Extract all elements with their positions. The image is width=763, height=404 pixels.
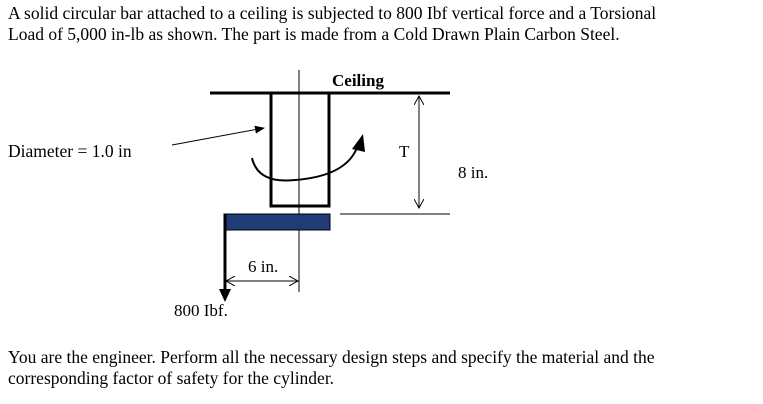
intro-line-1: A solid circular bar attached to a ceili… bbox=[8, 3, 657, 23]
torque-arrow-head bbox=[352, 134, 365, 152]
problem-intro: A solid circular bar attached to a ceili… bbox=[8, 3, 758, 45]
ceiling-label: Ceiling bbox=[332, 71, 384, 90]
problem-task: You are the engineer. Perform all the ne… bbox=[8, 347, 758, 389]
task-line-1: You are the engineer. Perform all the ne… bbox=[8, 347, 655, 367]
circular-bar bbox=[269, 91, 331, 208]
arm-label: 6 in. bbox=[248, 257, 278, 276]
task-line-2: corresponding factor of safety for the c… bbox=[8, 368, 335, 388]
length-label: 8 in. bbox=[458, 163, 488, 182]
intro-line-2: Load of 5,000 in-lb as shown. The part i… bbox=[8, 24, 620, 44]
torque-arrow bbox=[251, 144, 359, 182]
diameter-label: Diameter = 1.0 in bbox=[8, 141, 132, 161]
force-label: 800 Ibf. bbox=[174, 301, 228, 320]
diameter-leader-arrow bbox=[171, 125, 265, 146]
force-arrow-head bbox=[219, 289, 231, 302]
lever-arm bbox=[223, 213, 331, 231]
torque-label: T bbox=[399, 142, 410, 161]
